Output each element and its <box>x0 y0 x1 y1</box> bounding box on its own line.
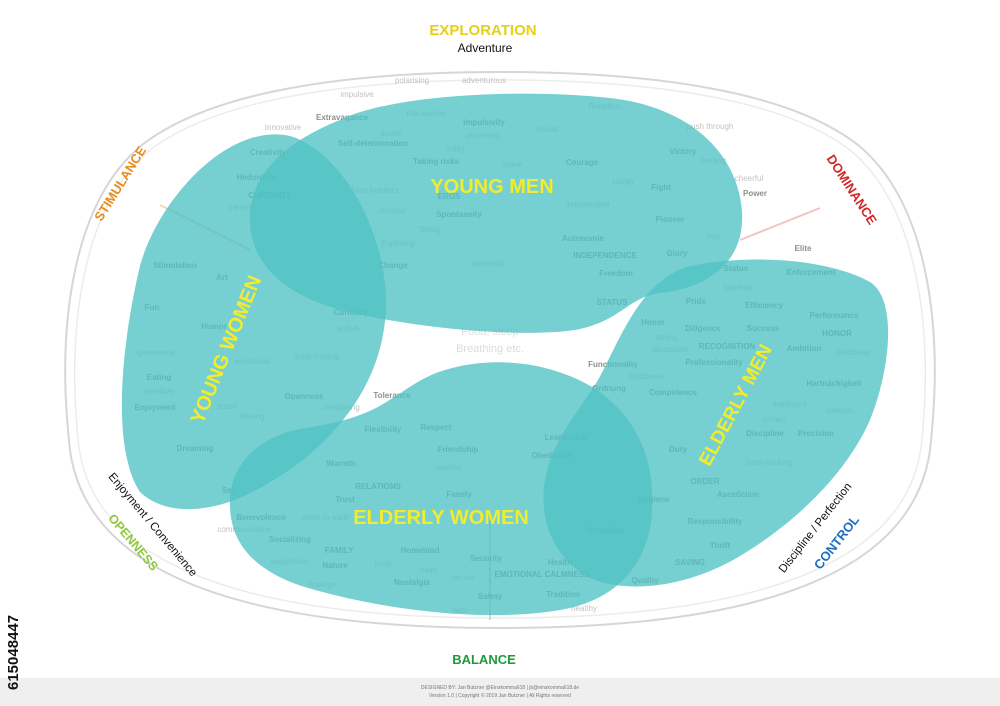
value-word: Innovative <box>265 123 302 132</box>
center-line-2: Breathing etc. <box>456 343 524 355</box>
value-word: Elite <box>795 244 812 253</box>
axis-spoke-dominance <box>739 207 821 241</box>
value-word: polarising <box>395 76 429 85</box>
footer-bar: DESIGNED BY: Jan Butzner @Einskomma618 |… <box>0 678 1000 706</box>
elderly-women-label: ELDERLY WOMEN <box>353 507 529 529</box>
value-word: Extravagance <box>316 113 369 122</box>
segment-blobs <box>121 93 889 616</box>
stock-id: 615048447 <box>5 614 22 690</box>
value-word: healthy <box>571 604 597 613</box>
value-word: Tolerance <box>373 391 411 400</box>
value-word: adventurous <box>462 76 506 85</box>
value-word: push through <box>687 122 734 131</box>
value-word: cheerful <box>735 174 764 183</box>
young-men-blob <box>249 93 743 333</box>
young-men-label: YOUNG MEN <box>430 176 553 198</box>
pole-exploration-subtitle: Adventure <box>458 41 513 55</box>
elderly-men-blob <box>543 259 889 587</box>
value-word: Power <box>743 189 767 198</box>
footer-copyright: Version 1.0 | Copyright © 2019 Jan Butzn… <box>429 693 571 699</box>
elderly-women-blob <box>229 362 653 616</box>
pole-exploration-title: EXPLORATION <box>429 22 536 39</box>
footer-credit: DESIGNED BY: Jan Butzner @Einskomma618 |… <box>420 685 580 691</box>
inner-frame <box>74 79 926 619</box>
pole-balance: BALANCE <box>452 652 516 667</box>
value-word: impulsive <box>340 90 374 99</box>
